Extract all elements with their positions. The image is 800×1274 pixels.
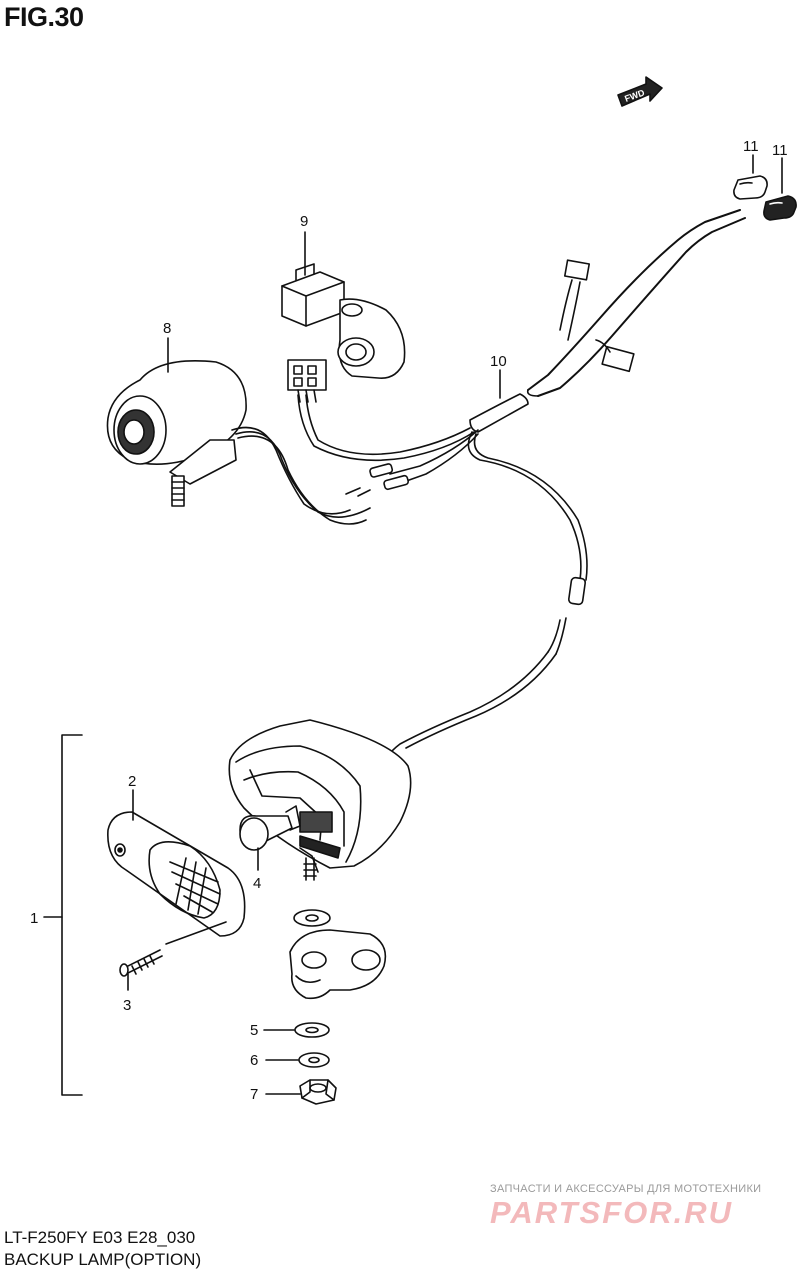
callout-3: 3 [123,997,131,1014]
leader-screw [165,921,227,945]
callout-6: 6 [250,1052,258,1069]
bulb-4 [239,805,301,851]
bracket-1 [61,734,83,1096]
callout-1: 1 [30,910,38,927]
connector-cap-11b [763,195,797,221]
lamp-lens-2 [107,811,246,937]
callout-11a: 11 [743,138,759,155]
callout-8: 8 [163,320,171,337]
callout-4: 4 [253,875,261,892]
footer-caption: BACKUP LAMP(OPTION) [4,1250,202,1269]
nut-7 [299,1079,337,1105]
callout-7: 7 [250,1086,258,1103]
fwd-label: FWD [623,87,646,104]
fwd-arrow-icon: FWD [617,76,663,107]
washer-5 [294,1022,330,1038]
callout-5: 5 [250,1022,258,1039]
callout-10: 10 [490,353,507,370]
switch-9 [281,263,406,403]
callout-11b: 11 [772,142,788,159]
watermark-tagline: ЗАПЧАСТИ И АКСЕССУАРЫ ДЛЯ МОТОТЕХНИКИ [490,1183,762,1195]
callout-9: 9 [300,213,308,230]
screw-3 [119,949,163,977]
figure-title: FIG.30 [4,2,84,32]
bracket-stud [289,857,387,1000]
watermark-logo: PARTSFOR.RU [490,1195,734,1230]
wiring-harness-10 [297,209,746,757]
callout-2: 2 [128,773,136,790]
connector-cap-11a [733,175,768,200]
backup-lamp-8 [106,360,371,525]
washer-6 [298,1052,330,1068]
footer-model-code: LT-F250FY E03 E28_030 [4,1228,196,1247]
